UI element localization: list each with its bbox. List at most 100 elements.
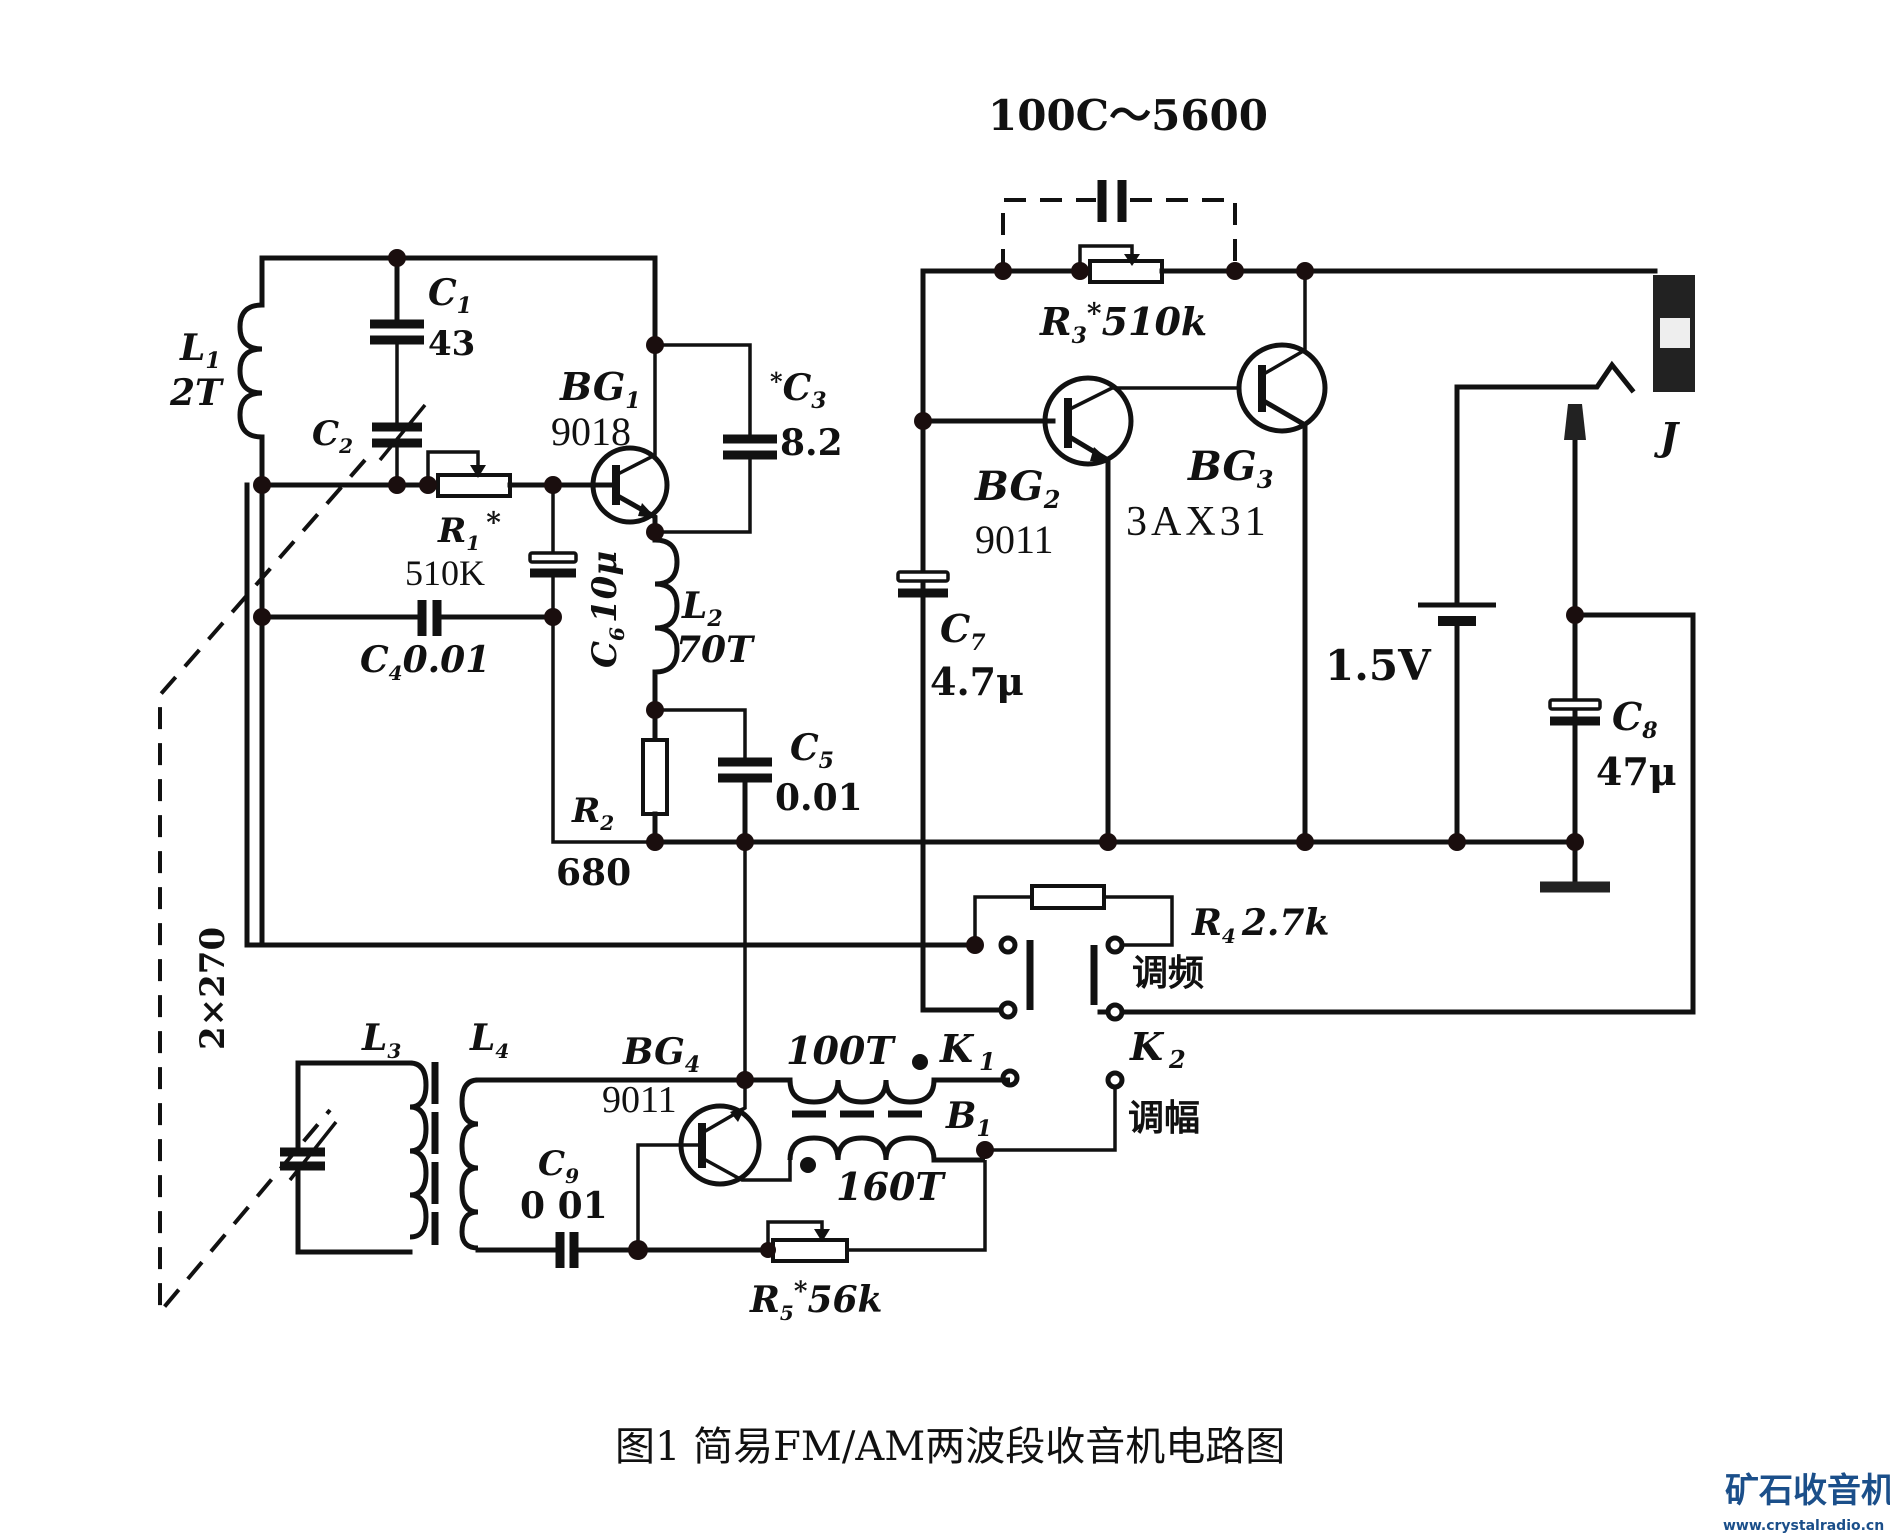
transistor-bg2-emitter <box>1064 432 1111 845</box>
wire <box>1104 895 1174 947</box>
value-l1: 2T <box>169 372 224 414</box>
wire <box>655 708 747 760</box>
value-l2: 70T <box>676 629 755 671</box>
value-c5: 0.01 <box>775 777 863 819</box>
wire-fm-switch <box>244 482 978 948</box>
resistor-r5 <box>771 1238 849 1263</box>
transistor-bg4-collector <box>701 1156 792 1182</box>
junction <box>388 476 406 494</box>
junction <box>646 701 664 719</box>
wiper-arrow-r1 <box>470 465 486 478</box>
polarity-dot <box>912 1054 928 1070</box>
jack-tip-contact <box>1564 404 1586 440</box>
dashed-wire <box>1130 198 1237 271</box>
label-c4: C40.01 <box>360 639 490 685</box>
capacitor-c7-plate-positive <box>896 570 950 583</box>
value-c8: 47μ <box>1596 749 1677 794</box>
wiper-arrow-r3 <box>1124 254 1140 266</box>
fm-section: L1 2T C1 43 C2 BG1 9018 *C3 8.2 R1* 510K… <box>169 249 1578 1078</box>
junction <box>760 1242 776 1258</box>
variable-arrow-am <box>288 1120 338 1182</box>
wire <box>551 577 655 844</box>
switch-terminal[interactable] <box>1105 1002 1125 1022</box>
jack-j-window <box>1660 318 1690 348</box>
label-c1: C1 <box>428 272 472 319</box>
watermark-url: www.crystalradio.cn <box>1723 1518 1884 1534</box>
wire <box>985 1087 1117 1152</box>
value-c7: 4.7μ <box>930 659 1024 704</box>
junction <box>1566 606 1584 624</box>
transistor-bg1 <box>590 445 670 525</box>
emitter-arrow-bg1 <box>638 503 656 518</box>
gang-tuning-link: 2×270 <box>158 458 367 1318</box>
label-c8: C8 <box>1612 694 1658 744</box>
wiper-r1 <box>426 450 480 485</box>
label-am-band: 调幅 <box>1128 1098 1200 1139</box>
label-fm-band: 调频 <box>1132 953 1204 994</box>
wire <box>636 1143 700 1250</box>
label-l2: L2 <box>681 585 723 632</box>
label-bg2: BG2 <box>974 463 1060 514</box>
emitter-arrow-bg4 <box>730 1106 746 1122</box>
value-c9: 0 01 <box>520 1185 608 1227</box>
model-bg4: 9011 <box>602 1079 677 1121</box>
wire-k2-return <box>1097 612 1696 1015</box>
polarity-dot <box>800 1157 816 1173</box>
wire <box>655 343 752 437</box>
switch-terminal-k2[interactable] <box>1105 1070 1125 1090</box>
junction <box>1296 262 1314 280</box>
junction <box>388 249 406 267</box>
audio-section: 100C～5600 1.5V J <box>896 91 1696 1015</box>
transistor-bg3-emitter <box>1258 396 1308 845</box>
resistor-r2 <box>641 738 669 816</box>
junction <box>1296 833 1314 851</box>
value-r1: 510K <box>405 553 485 593</box>
transistor-bg3-collector <box>1261 271 1307 377</box>
wire <box>847 1160 987 1252</box>
watermark-logo: 矿石收音机 www.crystalradio.cn <box>1723 1471 1890 1534</box>
wire <box>655 457 752 534</box>
junction <box>966 936 984 954</box>
switch-terminal[interactable] <box>998 1000 1018 1020</box>
switch-terminal[interactable] <box>1105 935 1125 955</box>
inductor-l4 <box>459 1077 479 1251</box>
value-battery: 1.5V <box>1325 641 1432 690</box>
transistor-bg2 <box>1042 375 1134 467</box>
resistor-r1 <box>436 473 512 498</box>
wire <box>295 1167 413 1255</box>
junction <box>1071 262 1089 280</box>
am-section: L3 L4 BG4 9011 C9 0 01 100T B1 160T R5*5… <box>280 1017 1010 1325</box>
label-l4: L4 <box>469 1017 509 1063</box>
junction <box>1566 833 1584 851</box>
label-bg4: BG4 <box>622 1031 700 1078</box>
inductor-l1 <box>237 302 263 440</box>
junction <box>646 833 664 851</box>
junction <box>1099 833 1117 851</box>
junction <box>1448 833 1466 851</box>
label-c6: C610μ <box>585 551 629 668</box>
label-r2: R2 <box>571 791 614 835</box>
inductor-l2 <box>652 532 680 710</box>
dashed-wire <box>1001 198 1096 271</box>
label-c5: C5 <box>790 727 834 774</box>
transformer-b1-secondary <box>787 1135 985 1163</box>
switch-terminal[interactable] <box>998 935 1018 955</box>
label-c7: C7 <box>940 606 986 656</box>
junction <box>1226 262 1244 280</box>
transistor-bg3 <box>1236 342 1328 434</box>
emitter-arrow-bg2 <box>1090 447 1110 461</box>
label-b1: B1 <box>945 1095 992 1142</box>
label-r1: R1* <box>437 506 501 555</box>
resistor-r3 <box>1088 259 1164 284</box>
value-b1-primary: 100T <box>786 1028 896 1073</box>
transformer-b1-primary <box>745 1077 1010 1105</box>
resistor-r4 <box>1030 884 1106 910</box>
junction <box>994 262 1012 280</box>
label-bg3: BG3 <box>1187 443 1273 494</box>
junction <box>646 523 664 541</box>
wiper-r3 <box>1078 244 1134 271</box>
model-bg3: 3AX31 <box>1126 499 1270 545</box>
